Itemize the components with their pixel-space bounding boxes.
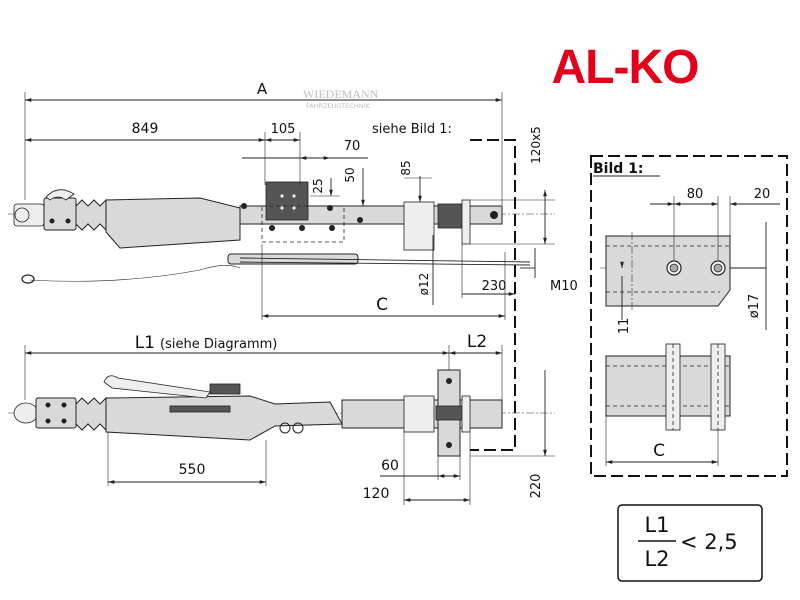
formula-box: L1 L2 < 2,5	[617, 504, 763, 582]
detail-dim-20: 20	[754, 187, 771, 202]
dim-550: 550	[179, 462, 206, 478]
alko-logo-text: AL-KO	[552, 41, 699, 94]
detail-bild-1: Bild 1: 80 20 11 ø17	[590, 155, 788, 477]
dim-220: 220	[529, 474, 544, 499]
detail-title: Bild 1:	[593, 161, 644, 177]
dim-d12: ø12	[417, 273, 431, 296]
detail-dim-C: C	[653, 441, 665, 461]
dim-L2: L2	[467, 332, 487, 352]
dim-L1: L1	[135, 333, 155, 353]
watermark-main: WIEDEMANN	[303, 87, 379, 101]
dim-L1-note: (siehe Diagramm)	[160, 337, 277, 352]
dim-85: 85	[399, 160, 413, 175]
top-view: A 849 105 70 siehe Bild 1: 25 50 85 120x…	[8, 80, 578, 320]
dim-C-top: C	[376, 295, 388, 315]
detail-dim-11: 11	[617, 318, 632, 335]
detail-dim-80: 80	[687, 187, 704, 202]
dim-120x5: 120x5	[529, 126, 543, 164]
dim-25: 25	[311, 178, 325, 193]
dim-849: 849	[132, 121, 159, 137]
dim-M10: M10	[550, 279, 578, 294]
watermark: WIEDEMANN FAHRZEUGTECHNIK	[303, 87, 379, 110]
formula-numerator: L1	[644, 513, 669, 537]
dim-50: 50	[343, 167, 357, 182]
dim-230: 230	[482, 279, 507, 294]
dim-70: 70	[344, 139, 361, 154]
detail-dim-d17: ø17	[747, 294, 762, 319]
alko-logo: AL-KO	[552, 41, 700, 94]
formula-denominator: L2	[644, 547, 669, 571]
dim-105: 105	[271, 122, 296, 137]
formula-relation: < 2,5	[680, 530, 738, 554]
dim-120: 120	[363, 486, 390, 502]
dim-A: A	[257, 80, 268, 98]
bottom-view: L1 (siehe Diagramm) L2 550 60 120 220	[8, 332, 555, 505]
dim-60: 60	[381, 458, 399, 474]
note-siehe-bild: siehe Bild 1:	[372, 122, 452, 137]
watermark-sub: FAHRZEUGTECHNIK	[306, 102, 370, 110]
